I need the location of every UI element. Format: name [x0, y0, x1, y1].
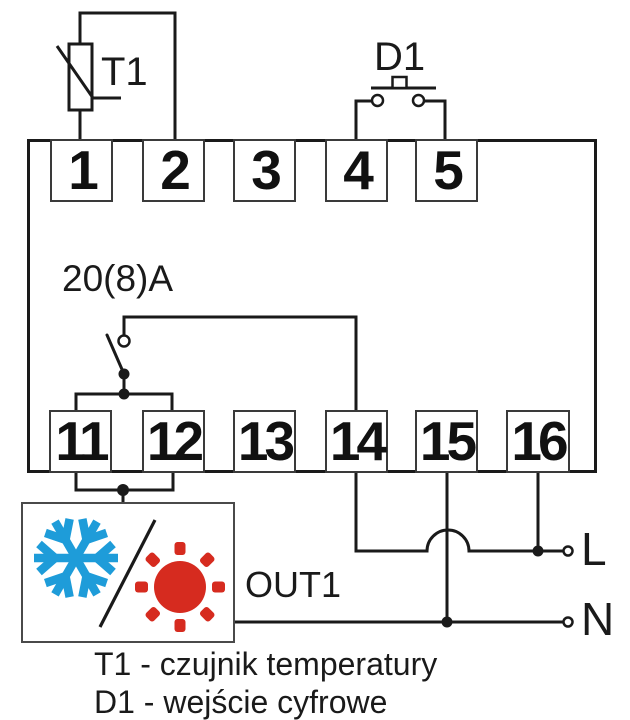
terminal-15: 15	[415, 410, 478, 473]
terminal-2: 2	[142, 139, 205, 202]
terminal-12: 12	[142, 410, 205, 473]
terminal-16-label: 16	[511, 410, 568, 472]
button-contact-right	[411, 93, 426, 108]
terminal-3-label: 3	[251, 139, 282, 201]
terminal-13-label: 13	[237, 410, 295, 472]
junction-dot	[441, 616, 453, 628]
terminal-15-label: 15	[419, 410, 477, 472]
terminal-4-label: 4	[343, 139, 374, 201]
legend-sensor: T1 - czujnik temperatury	[94, 646, 438, 682]
button-wires	[354, 99, 447, 139]
load-feed-bracket	[74, 473, 175, 502]
terminal-16: 16	[506, 410, 570, 473]
output-label: OUT1	[245, 564, 342, 605]
terminal-4: 4	[325, 139, 388, 202]
terminal-14: 14	[325, 410, 388, 473]
terminal-12-label: 12	[146, 410, 204, 472]
terminal-2-label: 2	[160, 139, 191, 201]
terminal-14-label: 14	[329, 410, 387, 472]
junction-dot	[117, 484, 129, 496]
button-contact-left	[370, 93, 385, 108]
neutral-terminal-circle	[562, 616, 574, 628]
line-wire	[354, 473, 564, 553]
neutral-label: N	[581, 593, 615, 645]
thermistor-body	[67, 42, 94, 112]
sun-icon	[135, 542, 225, 632]
terminal-3: 3	[233, 139, 296, 202]
current-rating: 20(8)A	[62, 258, 174, 299]
legend-input: D1 - wejście cyfrowe	[94, 684, 388, 720]
terminal-1: 1	[50, 139, 113, 202]
relay-body-outline	[27, 139, 597, 473]
line-terminal-circle	[562, 545, 574, 557]
mode-divider-slash	[98, 519, 157, 628]
output-load-box	[21, 502, 235, 643]
terminal-11: 11	[49, 410, 112, 473]
digital-input-label: D1	[374, 35, 426, 79]
terminal-13: 13	[233, 410, 296, 473]
snowflake-icon	[34, 518, 118, 598]
line-label: L	[581, 523, 607, 575]
terminal-11-label: 11	[55, 410, 109, 472]
sensor-label: T1	[101, 50, 148, 94]
terminal-5-label: 5	[433, 139, 464, 201]
legend: T1 - czujnik temperatury D1 - wejście cy…	[94, 645, 437, 720]
load-icons	[34, 518, 225, 632]
terminal-5: 5	[415, 139, 478, 202]
junction-dot	[532, 545, 544, 557]
terminal-1-label: 1	[68, 139, 99, 201]
